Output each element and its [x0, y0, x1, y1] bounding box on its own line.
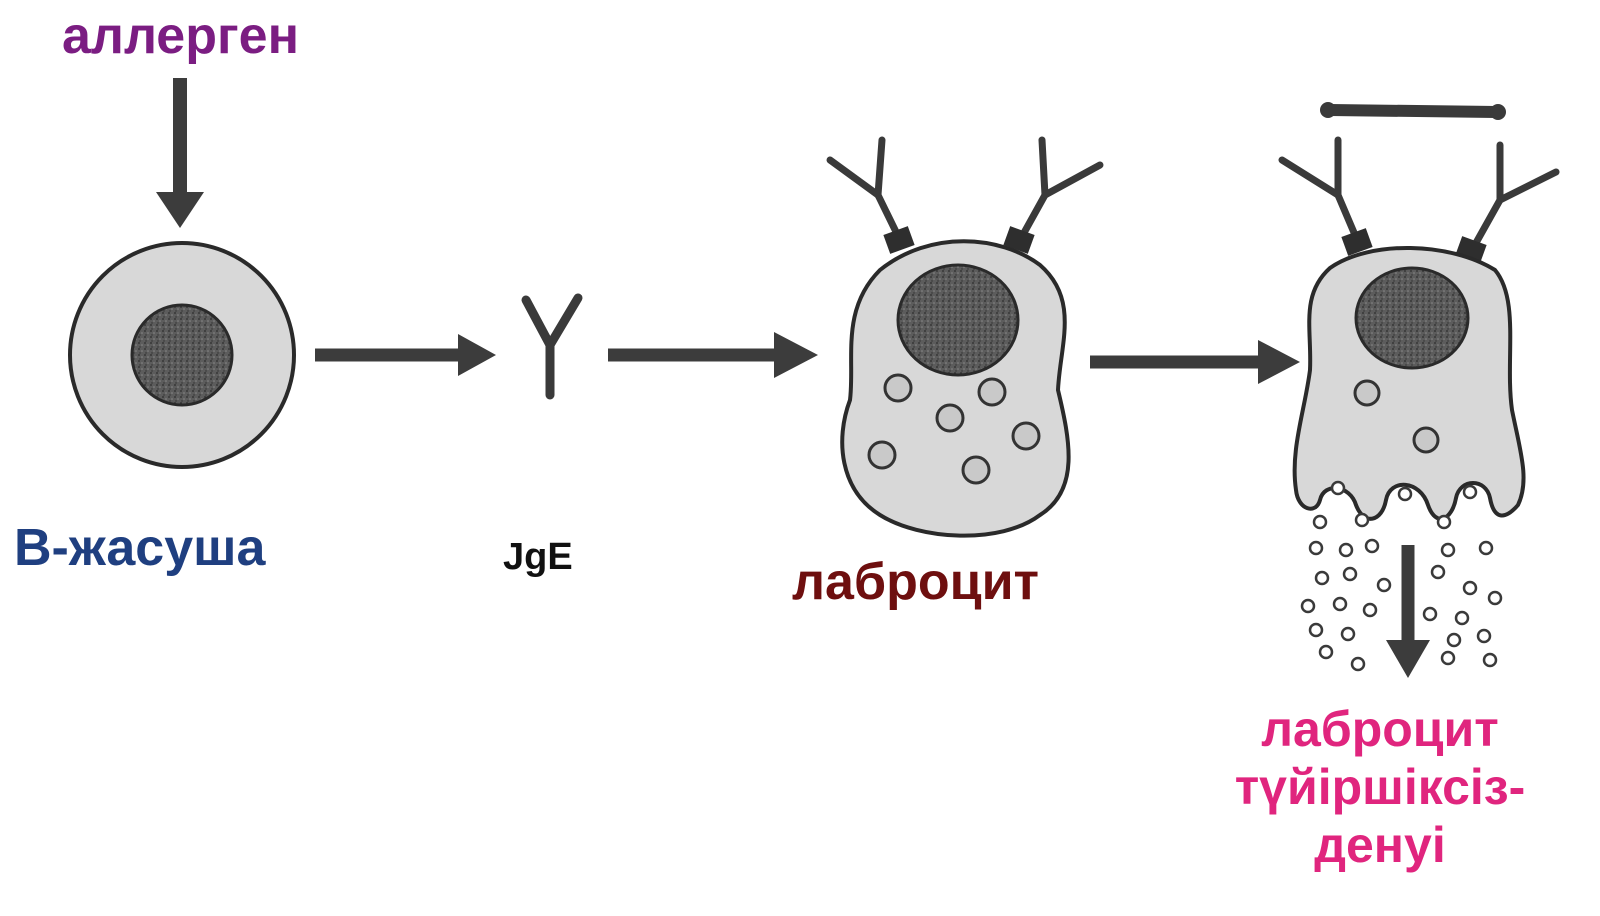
allergen-bridge — [1320, 102, 1506, 120]
b-cell — [70, 243, 294, 467]
ige-label: JgE — [503, 538, 573, 576]
mast-cell-label: лаброцит — [792, 556, 1039, 608]
mast-cell-nucleus — [898, 265, 1018, 375]
degranulation-label-line: лаброцит — [1170, 700, 1590, 758]
degranulation-label-line: денуі — [1170, 816, 1590, 874]
allergen-label: аллерген — [62, 10, 299, 62]
degranulation-label: лаброцит түйіршіксіз- денуі — [1170, 700, 1590, 874]
degranulating-mast-cell — [1282, 102, 1556, 678]
surface-antibody-left — [830, 140, 900, 240]
allergen-arrow — [156, 78, 204, 228]
arrow-bcell-to-ige — [315, 334, 496, 376]
arrow-mastcell-to-degranulation — [1090, 340, 1300, 384]
mast-cell — [830, 140, 1100, 536]
b-cell-label: В-жасуша — [14, 522, 265, 574]
surface-antibody-right — [1020, 140, 1100, 240]
degranulation-label-line: түйіршіксіз- — [1170, 758, 1590, 816]
arrow-ige-to-mastcell — [608, 332, 818, 378]
ige-antibody-icon — [526, 298, 578, 395]
b-cell-nucleus — [132, 305, 232, 405]
